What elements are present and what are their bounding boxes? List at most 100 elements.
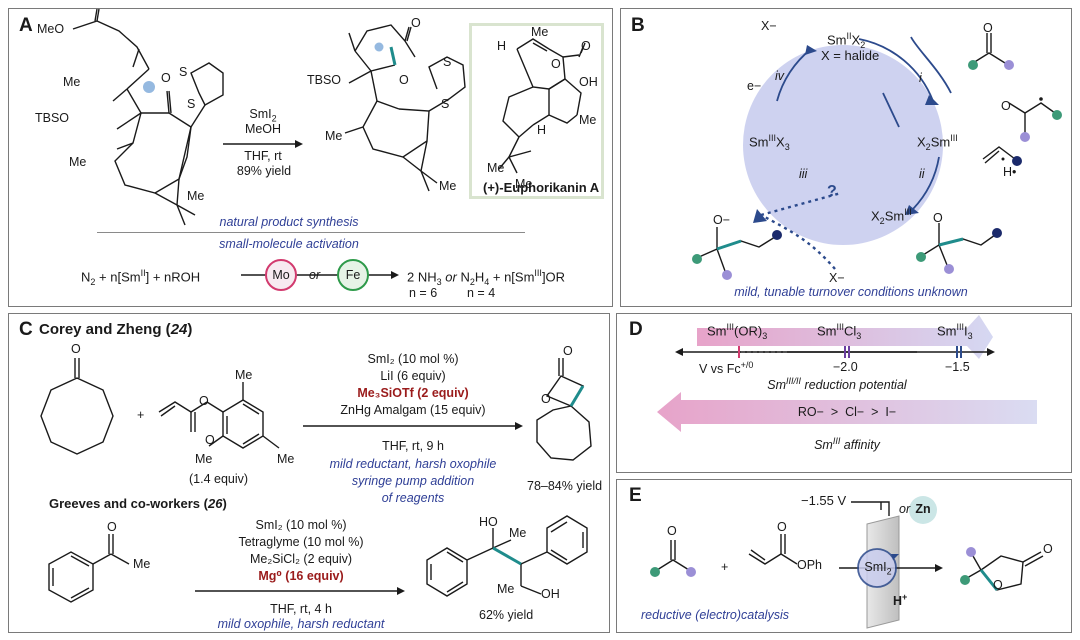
- label-o-ester1: O: [199, 394, 209, 408]
- label-tbso-a: TBSO: [35, 111, 70, 125]
- spirolactone: [536, 358, 592, 461]
- electrocatalysis-scheme: [650, 496, 1044, 629]
- cond-greeves-tetraglyme: Tetraglyme (10 mol %): [238, 535, 364, 549]
- n-six: n = 6: [409, 286, 438, 300]
- label-euf-me4: Me: [515, 177, 533, 191]
- label-o-ester2: O: [205, 433, 215, 447]
- potential-label: −1.55 V: [801, 493, 847, 508]
- pinacol-product: [426, 515, 588, 597]
- label-ho-pinacol: HO: [479, 515, 498, 529]
- label-s-prod1: S: [443, 55, 452, 69]
- label-meo: MeO: [37, 22, 65, 36]
- conds-corey: SmI₂ (10 mol %) LiI (6 equiv) Me₃SiOTf (…: [293, 351, 533, 419]
- x2smiii-bottom: X2SmIII: [871, 207, 912, 226]
- label-euf-oh: OH: [579, 75, 598, 89]
- label-me-ar3: Me: [277, 452, 295, 466]
- label-tbso-prod: TBSO: [307, 73, 342, 87]
- n-four: n = 4: [467, 286, 496, 300]
- o-bottom-b: O: [933, 211, 943, 225]
- cond-corey-znhg: ZnHg Amalgam (15 equiv): [340, 403, 486, 417]
- h-radical: H•: [1003, 165, 1017, 179]
- cond-a-meoh: MeOH: [244, 122, 282, 136]
- label-v-vs-fc: V vs Fc+/0: [699, 360, 754, 377]
- cond-greeves-me2sicl2: Me₂SiCl₂ (2 equiv): [249, 552, 353, 566]
- yield-corey: 78–84% yield: [527, 479, 603, 493]
- step-iii: iii: [799, 167, 808, 181]
- label-me-a2: Me: [69, 155, 87, 169]
- proton-label: H+: [893, 592, 908, 609]
- label-euf-o2: O: [581, 39, 591, 53]
- o-ketone-b: O: [983, 21, 993, 35]
- label-me-a1: Me: [63, 75, 81, 89]
- o-minus: O−: [713, 213, 731, 227]
- cond-corey-lii: LiI (6 equiv): [380, 369, 446, 383]
- cond-corey-tmsotf: Me₃SiOTf (2 equiv): [357, 386, 469, 400]
- panel-label-e: E: [629, 485, 642, 506]
- reactant-structure: [72, 8, 224, 226]
- label-sm-i3: SmIIII3: [937, 322, 973, 341]
- label-euf-me3: Me: [487, 161, 505, 175]
- zn-reductant: Zn: [915, 502, 931, 516]
- label-o-e2: O: [777, 520, 787, 534]
- label-me-acetophenone: Me: [133, 557, 151, 571]
- equation-right: 2 NH3 or N2H4 + n[SmIII]OR: [407, 268, 566, 287]
- mo-catalyst: Mo: [272, 268, 290, 282]
- label-me-pinacol2: Me: [497, 582, 515, 596]
- caption-e: reductive (electro)catalysis: [641, 608, 789, 622]
- label-me-a3: Me: [187, 189, 205, 203]
- x-minus-top: X−: [761, 19, 777, 33]
- panel-label-a: A: [19, 15, 33, 36]
- divider-a: [97, 232, 525, 234]
- label-o-lactone1: O: [563, 344, 573, 358]
- arrow-a: [223, 140, 303, 148]
- caption-natural-product: natural product synthesis: [219, 215, 359, 229]
- cond-greeves-smi2: SmI₂ (10 mol %): [255, 518, 347, 532]
- affinity-order: RO− > Cl− > I−: [797, 405, 897, 419]
- label-o-acetophenone: O: [107, 520, 117, 534]
- label-euf-o1: O: [551, 57, 561, 71]
- label-euf-me1: Me: [531, 25, 549, 39]
- step-i: i: [919, 71, 922, 85]
- label-o-cyclooctanone: O: [71, 342, 81, 356]
- yield-greeves: 62% yield: [479, 608, 534, 622]
- equiv-label: (1.4 equiv): [189, 472, 249, 486]
- label-o-e1: O: [667, 524, 677, 538]
- arrow-greeves: [195, 587, 405, 595]
- electron-label: e−: [747, 79, 762, 93]
- note-corey-3: of reagents: [381, 491, 445, 505]
- label-me-ar2: Me: [195, 452, 213, 466]
- panel-e: E: [616, 479, 1072, 633]
- cyclooctanone: [40, 358, 114, 455]
- label-sm-cl3: SmIIICl3: [817, 322, 862, 341]
- panel-d: D SmIII(OR)3 SmIIICl3 SmIIII3 V vs Fc+/0…: [616, 313, 1072, 473]
- mo-fe-arrow: [241, 259, 399, 291]
- x-minus-bottom: X−: [829, 271, 845, 285]
- euphorikanin-structure: [498, 38, 586, 174]
- label-me-ar1: Me: [235, 368, 253, 382]
- smii-x2: SmIIX2: [827, 31, 866, 50]
- step-iv: iv: [775, 69, 785, 83]
- title-greeves: Greeves and co-workers (26): [49, 496, 227, 511]
- tick-minus-2: −2.0: [833, 360, 858, 374]
- label-s2: S: [187, 97, 196, 111]
- o-ketyl-b: O: [1001, 99, 1011, 113]
- panel-label-b: B: [631, 15, 645, 36]
- x-halide: X = halide: [821, 48, 880, 63]
- acetophenone: [48, 534, 130, 603]
- affinity-caption: SmIII affinity: [814, 436, 880, 453]
- panel-c: C Corey and Zheng (24) O + O O Me Me Me …: [8, 313, 610, 633]
- question-mark: ?: [827, 183, 837, 200]
- cond-a-thf: THF, rt: [244, 149, 282, 163]
- equation-left: N2 + n[SmII] + nROH: [81, 268, 201, 287]
- euphorikanin-box: [469, 23, 604, 199]
- label-euf-h2: H: [537, 123, 547, 137]
- tick-minus-1-5: −1.5: [945, 360, 970, 374]
- step-ii: ii: [919, 167, 925, 181]
- note-corey-2: syringe pump addition: [351, 474, 475, 488]
- label-euf-h1: H: [497, 39, 507, 53]
- label-o-prod2: O: [399, 73, 409, 87]
- plus-e: +: [721, 560, 729, 574]
- plus-c1: +: [137, 408, 145, 422]
- conds-greeves: SmI₂ (10 mol %) Tetraglyme (10 mol %) Me…: [181, 517, 421, 585]
- cond-a-smi2: SmI2: [249, 107, 277, 124]
